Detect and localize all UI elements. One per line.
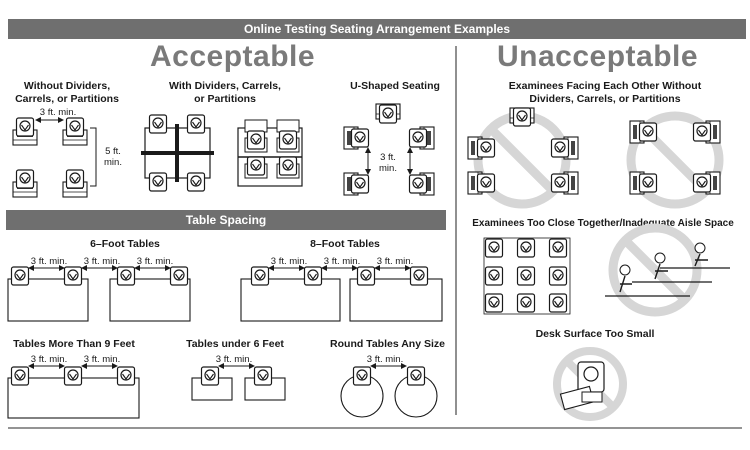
measure-5ft: 5 ft. min.	[104, 146, 122, 168]
label-too-close: Examinees Too Close Together/Inadequate …	[472, 218, 734, 229]
with-dividers-rows	[237, 119, 303, 187]
measure-9ft-a: 3 ft. min.	[30, 354, 68, 365]
too-close-grid	[483, 237, 571, 315]
label-under-6: Tables under 6 Feet	[186, 338, 284, 350]
label-round: Round Tables Any Size	[330, 338, 445, 350]
acceptable-heading: Acceptable	[150, 40, 316, 73]
without-dividers-layout	[12, 117, 97, 198]
eight-foot-tables	[240, 265, 443, 322]
label-facing-each-other: Examinees Facing Each Other Without Divi…	[508, 80, 702, 105]
measure-6ft-a: 3 ft. min.	[30, 256, 68, 267]
six-foot-tables	[7, 265, 191, 322]
label-without-dividers: Without Dividers, Carrels, or Partitions	[15, 80, 119, 105]
prohibit-facing-2	[626, 111, 724, 209]
table-spacing-title: Table Spacing	[185, 213, 267, 227]
measure-6ft-c: 3 ft. min.	[136, 256, 174, 267]
table-spacing-banner: Table Spacing	[6, 210, 446, 230]
measure-3ft-ushaped: 3 ft. min.	[379, 152, 397, 174]
round-tables	[340, 363, 438, 418]
label-6ft-tables: 6–Foot Tables	[90, 238, 160, 250]
page-title: Online Testing Seating Arrangement Examp…	[243, 22, 511, 36]
prohibit-facing-1	[467, 107, 579, 209]
measure-3ft-without: 3 ft. min.	[39, 107, 77, 118]
measure-8ft-b: 3 ft. min.	[323, 256, 361, 267]
short-tables	[191, 363, 286, 401]
label-more-than-9: Tables More Than 9 Feet	[13, 338, 135, 350]
measure-under6: 3 ft. min.	[215, 354, 253, 365]
label-desk-too-small: Desk Surface Too Small	[535, 328, 655, 340]
label-8ft-tables: 8–Foot Tables	[310, 238, 380, 250]
measure-6ft-b: 3 ft. min.	[83, 256, 121, 267]
measure-8ft-c: 3 ft. min.	[376, 256, 414, 267]
measure-round: 3 ft. min.	[366, 354, 404, 365]
measure-8ft-a: 3 ft. min.	[270, 256, 308, 267]
label-u-shaped: U-Shaped Seating	[350, 80, 440, 92]
with-dividers-cross	[141, 114, 214, 192]
long-table	[7, 363, 140, 419]
prohibit-desk-small	[553, 347, 627, 421]
prohibit-tiered	[605, 223, 730, 317]
u-shaped-layout	[343, 103, 435, 196]
unacceptable-heading: Unacceptable	[497, 40, 699, 73]
label-with-dividers: With Dividers, Carrels, or Partitions	[169, 80, 281, 105]
title-banner: Online Testing Seating Arrangement Examp…	[8, 19, 746, 39]
measure-9ft-b: 3 ft. min.	[83, 354, 121, 365]
